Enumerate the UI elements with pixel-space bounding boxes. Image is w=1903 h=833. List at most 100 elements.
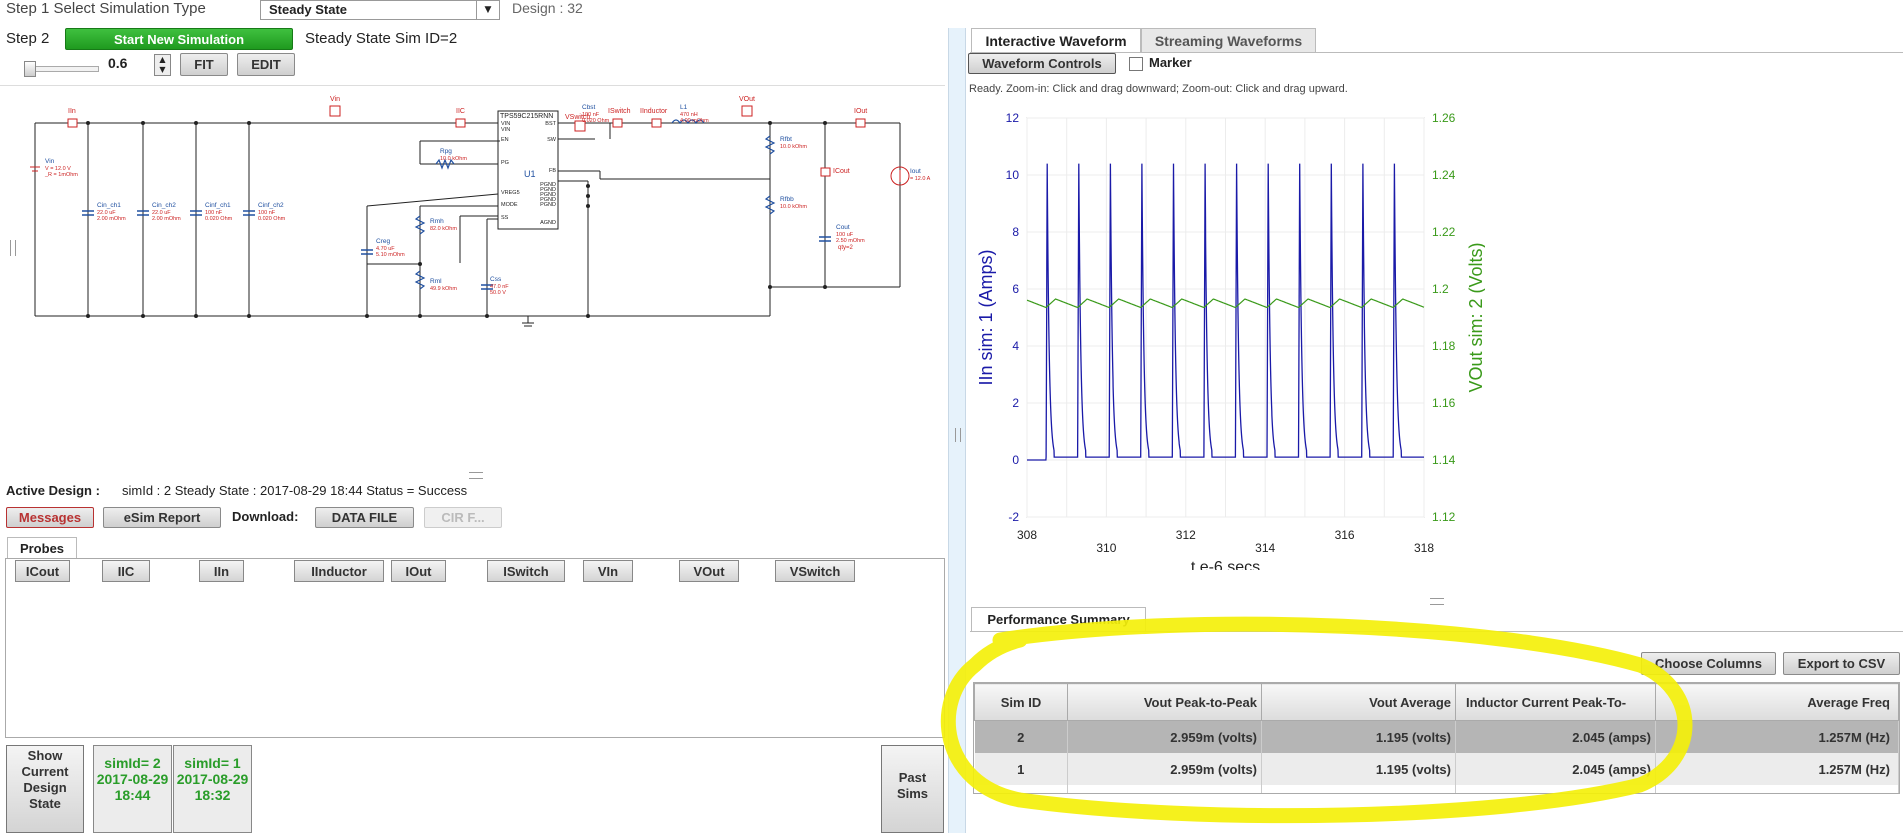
component-extra: 5.10 mOhm	[376, 252, 405, 258]
chart-splitter[interactable]	[1430, 598, 1444, 605]
ic-right-pin: PGND	[540, 197, 556, 203]
y-right-tick: 1.24	[1432, 168, 1456, 182]
zoom-value: 0.6	[108, 55, 128, 71]
zoom-slider[interactable]	[24, 61, 99, 77]
step2-label: Step 2	[6, 30, 50, 47]
ic-right-pin: PGND	[540, 187, 556, 193]
sim-status-text: Steady State Sim ID=2	[305, 30, 458, 47]
active-design-label: Active Design :	[6, 483, 100, 498]
col-inductor-pp[interactable]: Inductor Current Peak-To-	[1455, 683, 1656, 721]
y-left-tick: 6	[1012, 282, 1019, 296]
probe-button-iswitch[interactable]: ISwitch	[487, 560, 565, 582]
ic-left-pin: VREG5	[501, 190, 520, 196]
component-value: 10.0 kOhm	[780, 204, 807, 210]
cell: 2	[974, 720, 1068, 753]
component-name: Rml	[430, 278, 442, 285]
cell: 1.195 (volts)	[1261, 753, 1456, 785]
probe-button-vswitch[interactable]: VSwitch	[775, 560, 855, 582]
x-tick: 314	[1255, 541, 1275, 555]
y-left-tick: 2	[1012, 396, 1019, 410]
component-name: Css	[490, 276, 502, 283]
component-extra: 4.00 mOhm	[680, 118, 709, 124]
col-vout-avg[interactable]: Vout Average	[1261, 683, 1456, 721]
sim-type-select[interactable]: Steady State ▼	[260, 0, 500, 20]
component-name: L1	[680, 104, 688, 111]
probe-button-iic[interactable]: IIC	[102, 560, 150, 582]
design-number: Design : 32	[512, 0, 583, 16]
col-sim-id[interactable]: Sim ID	[974, 683, 1068, 721]
waveform-chart[interactable]: -20246810121.121.141.161.181.21.221.241.…	[965, 100, 1485, 570]
ic-right-pin: FB	[549, 168, 556, 174]
probe-label-iinductor: IInductor	[640, 108, 668, 115]
probe-button-iout[interactable]: IOut	[391, 560, 446, 582]
marker-checkbox[interactable]	[1129, 57, 1143, 71]
component-name: Rfbt	[780, 136, 792, 143]
probes-tab[interactable]: Probes	[7, 537, 77, 559]
probe-button-icout[interactable]: ICout	[15, 560, 70, 582]
cell: 2.045 (amps)	[1455, 720, 1656, 753]
cout-qty: qty=2	[838, 245, 854, 251]
table-row[interactable]: 2 2.959m (volts) 1.195 (volts) 2.045 (am…	[974, 720, 1899, 753]
col-vout-pp[interactable]: Vout Peak-to-Peak	[1067, 683, 1262, 721]
probe-button-iin[interactable]: IIn	[199, 560, 244, 582]
component-value: = 12.0 A	[910, 176, 931, 182]
series-vout	[1026, 298, 1425, 309]
performance-table-wrap: Sim ID Vout Peak-to-Peak Vout Average In…	[973, 682, 1900, 794]
component-extra: 0.020 Ohm	[258, 216, 286, 222]
component-value: 10.0 kOhm	[440, 156, 467, 162]
y-left-tick: 0	[1012, 453, 1019, 467]
probe-label-vout: VOut	[739, 96, 755, 103]
fit-button[interactable]: FIT	[180, 53, 228, 76]
waveform-controls-button[interactable]: Waveform Controls	[968, 53, 1116, 74]
esim-report-button[interactable]: eSim Report	[103, 507, 221, 528]
panel-divider[interactable]	[948, 28, 966, 833]
tab-streaming-waveforms[interactable]: Streaming Waveforms	[1141, 28, 1316, 52]
past-sims-button[interactable]: Past Sims	[881, 745, 944, 833]
ic-right-pin: BST	[545, 121, 556, 127]
show-current-design-button[interactable]: Show Current Design State	[6, 745, 84, 833]
choose-columns-button[interactable]: Choose Columns	[1641, 652, 1776, 675]
probe-button-iinductor[interactable]: IInductor	[294, 560, 384, 582]
sim-history-button-2[interactable]: simId= 2 2017-08-29 18:44	[93, 745, 172, 833]
probe-button-vin[interactable]: VIn	[583, 560, 633, 582]
component-value: 4.70 uF	[376, 246, 395, 252]
table-row[interactable]: 1 2.959m (volts) 1.195 (volts) 2.045 (am…	[974, 753, 1899, 785]
probe-button-vout[interactable]: VOut	[679, 560, 739, 582]
component-value: 22.0 uF	[152, 210, 171, 216]
tab-interactive-waveform[interactable]: Interactive Waveform	[971, 28, 1141, 52]
component-extra: 0.020 Ohm	[582, 118, 610, 124]
start-new-simulation-button[interactable]: Start New Simulation	[65, 28, 293, 50]
tab-performance-summary[interactable]: Performance Summary	[971, 607, 1146, 631]
ic-ref-label: U1	[524, 169, 536, 179]
component-name: Rpg	[440, 148, 452, 155]
data-file-button[interactable]: DATA FILE	[315, 507, 414, 528]
schematic-splitter[interactable]	[469, 472, 483, 479]
cell: 2.045 (amps)	[1455, 753, 1656, 785]
component-extra: 2.50 mOhm	[836, 238, 865, 244]
sim-history-button-1[interactable]: simId= 1 2017-08-29 18:32	[173, 745, 252, 833]
table-header-row: Sim ID Vout Peak-to-Peak Vout Average In…	[974, 683, 1899, 721]
schematic-left-handle[interactable]	[10, 240, 16, 256]
sim2-time: 18:44	[114, 787, 151, 803]
zoom-stepper[interactable]: ▲▼	[154, 54, 171, 76]
zoom-slider-handle[interactable]	[24, 61, 36, 77]
sim1-time: 18:32	[194, 787, 231, 803]
col-avg-freq[interactable]: Average Freq	[1655, 683, 1899, 721]
messages-button[interactable]: Messages	[6, 507, 94, 528]
component-value: 22.0 uF	[97, 210, 116, 216]
probes-panel	[5, 558, 945, 738]
y-left-tick: 4	[1012, 339, 1019, 353]
cir-file-button[interactable]: CIR F...	[424, 507, 502, 528]
y-right-tick: 1.26	[1432, 111, 1456, 125]
export-csv-button[interactable]: Export to CSV	[1783, 652, 1900, 675]
component-value: V = 12.0 V	[45, 166, 71, 172]
y-right-tick: 1.12	[1432, 510, 1456, 524]
divider-grip[interactable]	[955, 428, 961, 442]
edit-button[interactable]: EDIT	[237, 53, 295, 76]
y-left-tick: 8	[1012, 225, 1019, 239]
probe-label-iic: IIC	[456, 108, 465, 115]
waveform-hint: Ready. Zoom-in: Click and drag downward;…	[969, 83, 1348, 95]
component-name: Cinf_ch1	[205, 202, 231, 209]
